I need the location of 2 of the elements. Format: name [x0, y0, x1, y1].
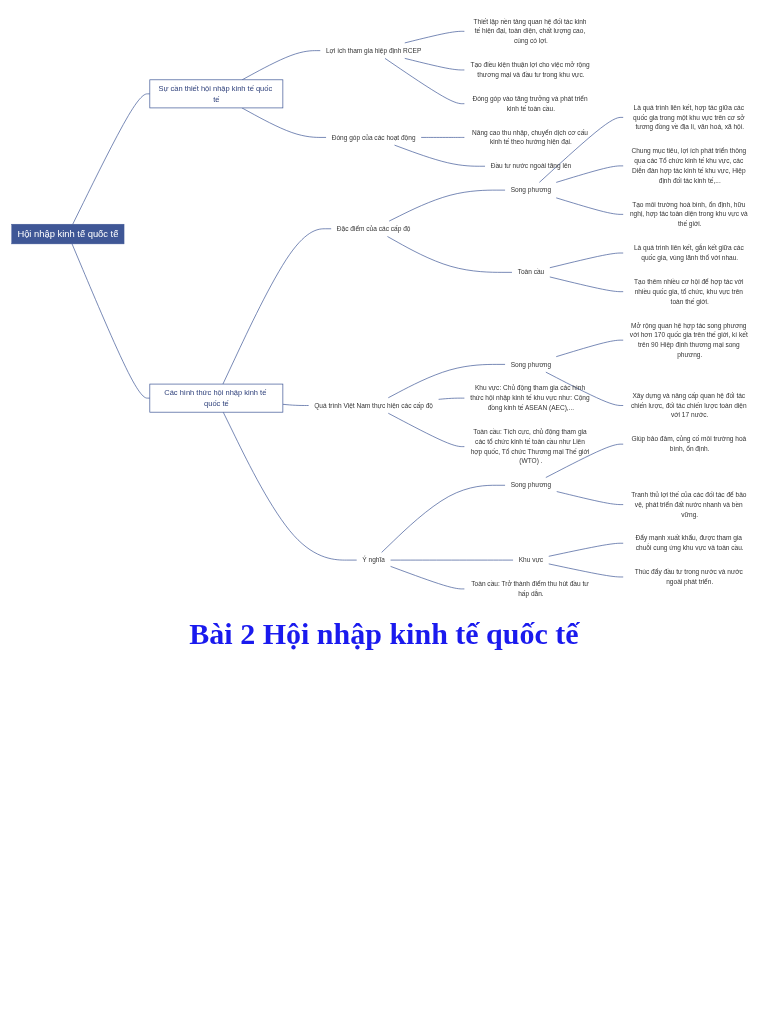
root-topic-box: Hội nhập kinh tế quốc tế	[11, 223, 125, 245]
caption: Bài 2 Hội nhập kinh tế quốc tế	[189, 617, 579, 651]
